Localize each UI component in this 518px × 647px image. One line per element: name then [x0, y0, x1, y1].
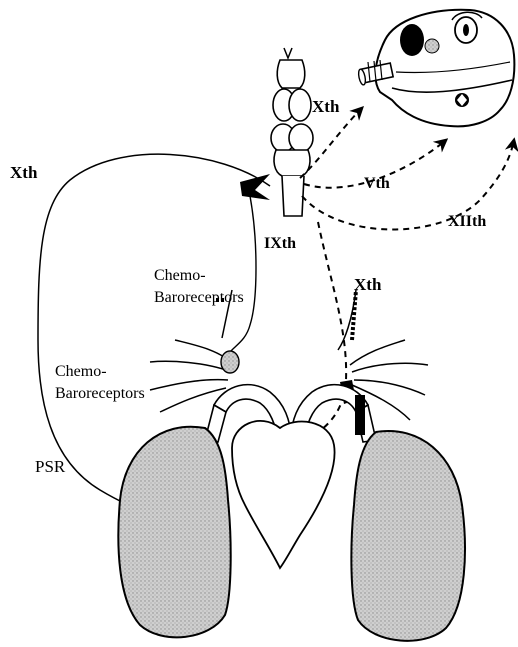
- frog-head: [357, 10, 514, 127]
- label-xth-left: Xth: [10, 163, 38, 182]
- label-vth: Vth: [364, 175, 390, 192]
- label-chemo-upper-1: Chemo-: [154, 267, 206, 284]
- left-chemoreceptor: [221, 351, 239, 373]
- nerve-junction: [240, 174, 270, 200]
- ixth-nerve: [230, 196, 256, 352]
- great-vessels: [150, 290, 428, 420]
- label-xth-top: Xth: [312, 97, 340, 116]
- heart: [232, 421, 335, 568]
- label-xth-right: Xth: [354, 275, 382, 294]
- label-chemo-lower-2: Baroreceptors: [55, 385, 145, 402]
- frog-tympanum: [425, 39, 439, 53]
- label-chemo-upper-2: Baroreceptors: [154, 289, 244, 306]
- label-ixth: IXth: [264, 235, 296, 252]
- label-xiith: XIIth: [448, 213, 486, 230]
- left-lung: [118, 427, 230, 638]
- frog-diamond-marker: [455, 93, 469, 107]
- right-lung: [351, 431, 465, 641]
- brain: [271, 48, 313, 216]
- label-chemo-lower-1: Chemo-: [55, 363, 107, 380]
- label-psr: PSR: [35, 457, 66, 476]
- frog-eye-dark: [400, 24, 424, 56]
